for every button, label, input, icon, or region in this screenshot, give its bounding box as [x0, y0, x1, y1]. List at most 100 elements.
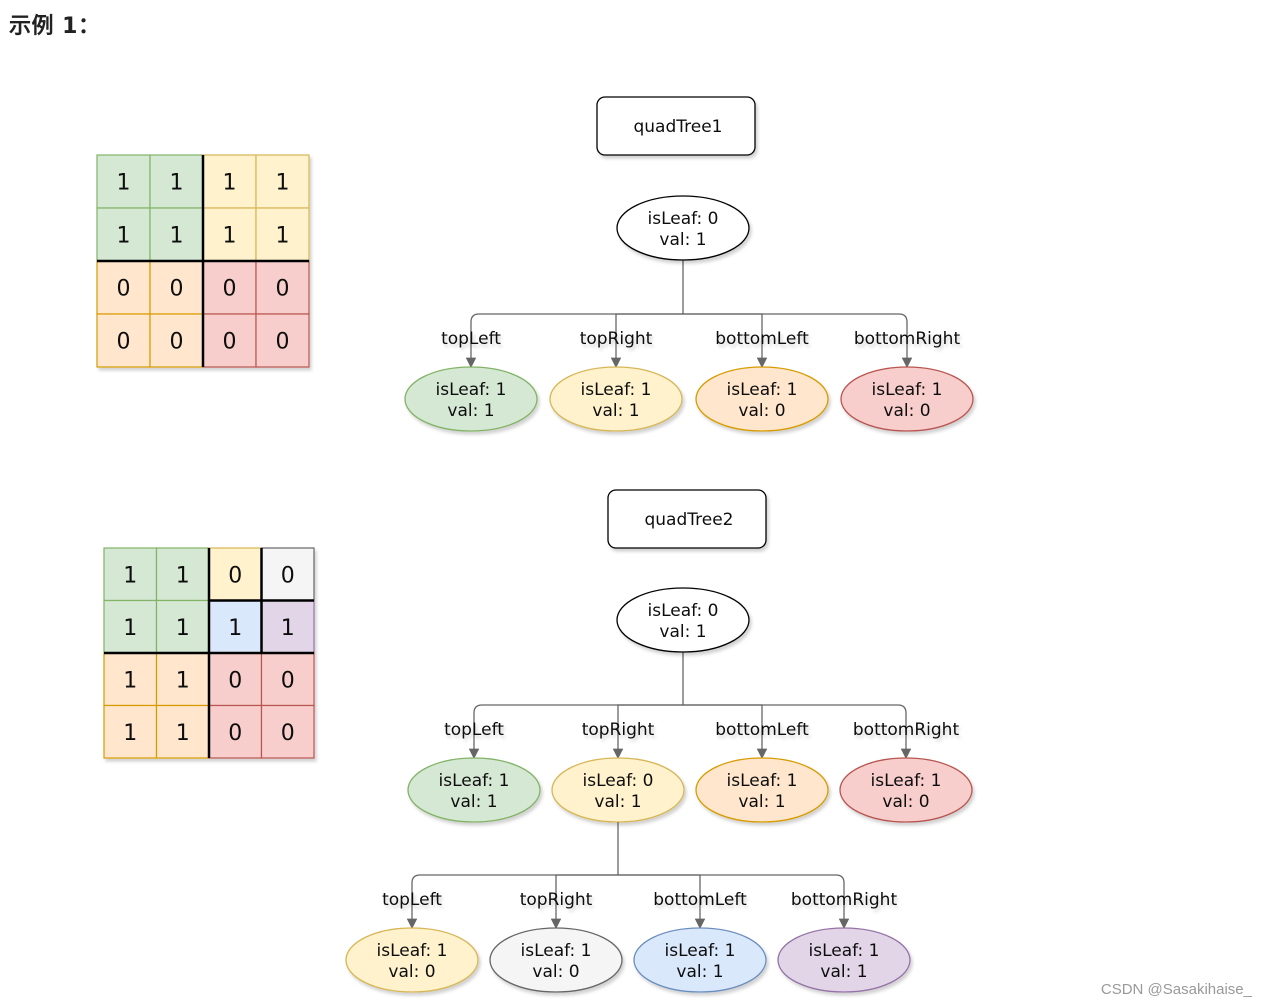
grid-cell: [96, 260, 151, 315]
edge-label-bottomRight: bottomRight: [854, 329, 961, 349]
grid-cell-value: 0: [228, 563, 242, 588]
node-isleaf-label: isLeaf: 0: [648, 209, 719, 229]
edge-label-bottomRight: bottomRight: [791, 890, 898, 910]
edge-bottomRight: [683, 704, 912, 760]
node-val-label: val: 0: [883, 401, 930, 421]
grid-cell: [260, 704, 315, 759]
tree-title: quadTree1: [633, 117, 722, 137]
grid-cell-value: 1: [123, 563, 137, 588]
node-isleaf-label: isLeaf: 1: [665, 941, 736, 961]
grid-cell-value: 1: [281, 616, 295, 641]
grid-cell-value: 1: [223, 224, 237, 249]
edge-label-topRight: topRight: [582, 720, 655, 740]
node-ellipse: [695, 757, 829, 823]
node-isleaf-label: isLeaf: 1: [809, 941, 880, 961]
edge-topLeft: [465, 313, 683, 369]
grid-cell: [208, 652, 263, 707]
tree-title: quadTree2: [644, 510, 733, 530]
node-ellipse: [345, 927, 479, 993]
tree-title-box: quadTree1: [596, 96, 756, 156]
node-ellipse: [616, 195, 750, 261]
node-val-label: val: 0: [388, 962, 435, 982]
grid-cell-value: 1: [170, 224, 184, 249]
edge-label-bottomLeft: bottomLeft: [715, 720, 809, 740]
grid-cell-value: 0: [281, 721, 295, 746]
grid-cell-value: 0: [228, 668, 242, 693]
node-ellipse: [616, 587, 750, 653]
node-val-label: val: 0: [882, 792, 929, 812]
grid-cell-value: 0: [276, 330, 290, 355]
grid-cell: [103, 652, 158, 707]
grid-cell: [149, 313, 204, 368]
node-val-label: val: 0: [738, 401, 785, 421]
node-ellipse: [407, 757, 541, 823]
grid-cell-value: 1: [170, 171, 184, 196]
grid-cell-value: 1: [228, 616, 242, 641]
title-box-rect: [607, 489, 767, 549]
node-isleaf-label: isLeaf: 1: [872, 380, 943, 400]
node-isleaf-label: isLeaf: 0: [583, 771, 654, 791]
grid-cell-value: 0: [276, 277, 290, 302]
grid-cell: [255, 260, 310, 315]
grid-cell: [260, 547, 315, 602]
edge-label-topLeft: topLeft: [444, 720, 504, 740]
edge-label-topLeft: topLeft: [382, 890, 442, 910]
node-val-label: val: 1: [594, 792, 641, 812]
grid-cell: [103, 599, 158, 654]
grid-cell: [208, 547, 263, 602]
grid-cell: [96, 313, 151, 368]
edge-label-bottomLeft: bottomLeft: [653, 890, 747, 910]
grid-cell-value: 0: [223, 330, 237, 355]
edge-topLeft: [406, 874, 618, 930]
node-ellipse: [549, 366, 683, 432]
grid-cell: [103, 547, 158, 602]
node-val-label: val: 1: [659, 230, 706, 250]
edge-topRight: [612, 704, 683, 760]
node-isleaf-label: isLeaf: 1: [439, 771, 510, 791]
title-box-rect: [596, 96, 756, 156]
node-ellipse: [404, 366, 538, 432]
node-val-label: val: 1: [659, 622, 706, 642]
node-isleaf-label: isLeaf: 1: [727, 771, 798, 791]
grid-cell-value: 0: [281, 668, 295, 693]
grid-cell: [202, 154, 257, 209]
grid-cell: [96, 154, 151, 209]
grid-cell-value: 0: [170, 330, 184, 355]
grid-cell-value: 1: [123, 616, 137, 641]
node-isleaf-label: isLeaf: 1: [521, 941, 592, 961]
grid-cell: [255, 207, 310, 262]
node-val-label: val: 1: [592, 401, 639, 421]
node-val-label: val: 1: [676, 962, 723, 982]
node-isleaf-label: isLeaf: 1: [581, 380, 652, 400]
node-isleaf-label: isLeaf: 1: [871, 771, 942, 791]
example-heading: 示例 1：: [9, 14, 101, 39]
edge-topRight: [610, 313, 683, 369]
node-val-label: val: 0: [532, 962, 579, 982]
grid-cell-value: 0: [117, 277, 131, 302]
grid-cell-value: 0: [228, 721, 242, 746]
trees-layer: quadTree1 topLeft topRight bottomLeft bottom…: [345, 96, 974, 993]
edge-topLeft: [468, 704, 683, 760]
node-isleaf-label: isLeaf: 1: [377, 941, 448, 961]
grid-cell-value: 1: [176, 616, 190, 641]
grid-cell-value: 1: [176, 721, 190, 746]
edge-label-bottomRight: bottomRight: [853, 720, 960, 740]
grid-cell: [260, 652, 315, 707]
edge-bottomRight: [683, 313, 913, 369]
edge-topRight: [550, 874, 618, 930]
